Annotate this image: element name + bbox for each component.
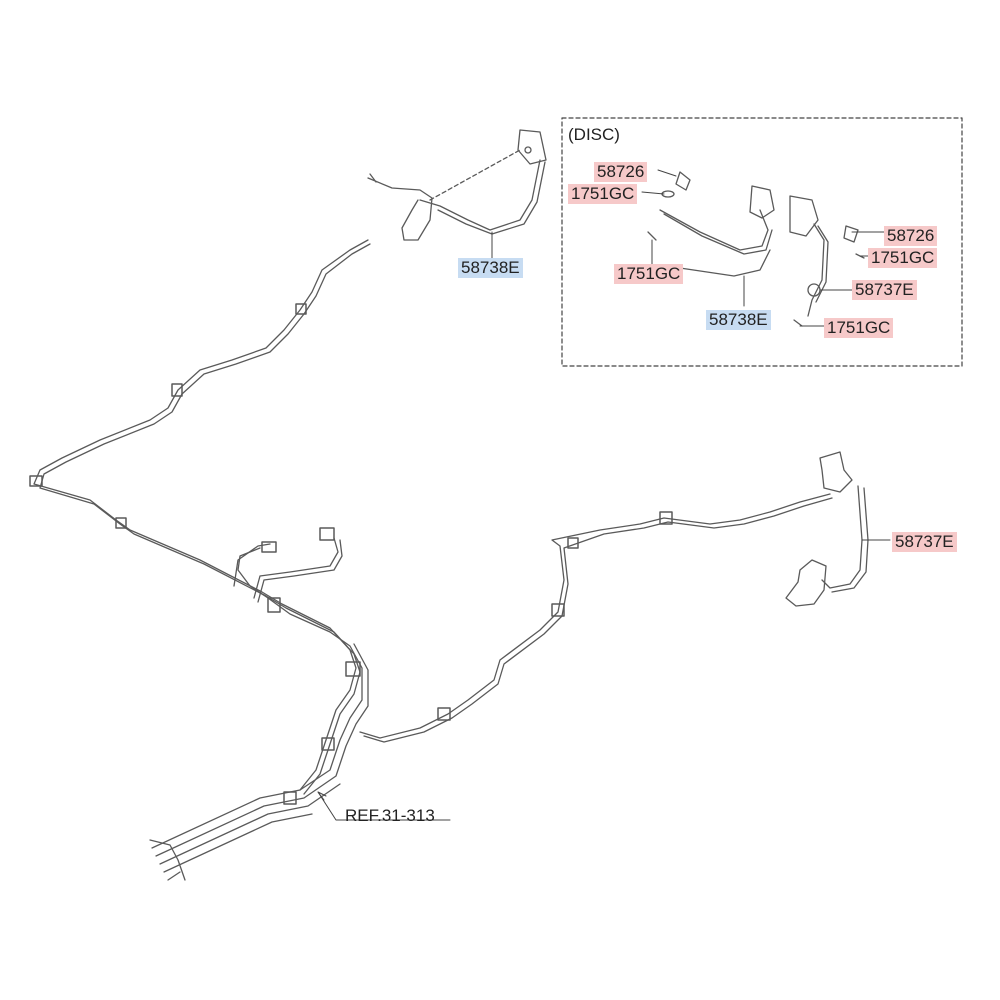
pipe-clips xyxy=(29,303,673,805)
inset-parts xyxy=(647,171,865,327)
label-58737e-main[interactable]: 58737E xyxy=(892,532,957,552)
label-58738e-main[interactable]: 58738E xyxy=(458,258,523,278)
left-brake-pipe xyxy=(33,239,371,795)
label-inset-1751gc-left-top[interactable]: 1751GC xyxy=(568,184,638,204)
hose-58738e-main xyxy=(367,129,547,241)
disc-inset-title: (DISC) xyxy=(568,125,620,144)
label-inset-58737e[interactable]: 58737E xyxy=(852,280,917,300)
label-inset-58726-left[interactable]: 58726 xyxy=(594,162,648,182)
hose-58737e-main xyxy=(785,451,869,607)
label-inset-58738e[interactable]: 58738E xyxy=(706,310,771,330)
label-inset-1751gc-left-bottom[interactable]: 1751GC xyxy=(614,264,684,284)
disc-inset-box xyxy=(561,117,963,367)
label-inset-1751gc-right-top[interactable]: 1751GC xyxy=(868,248,938,268)
label-inset-58726-right[interactable]: 58726 xyxy=(884,226,938,246)
leader-lines xyxy=(317,169,891,821)
label-inset-1751gc-right-bottom[interactable]: 1751GC xyxy=(824,318,894,338)
right-brake-pipe xyxy=(359,493,833,743)
pipe-bundle xyxy=(149,537,369,881)
label-ref-31-313[interactable]: REF.31-313 xyxy=(345,806,435,825)
